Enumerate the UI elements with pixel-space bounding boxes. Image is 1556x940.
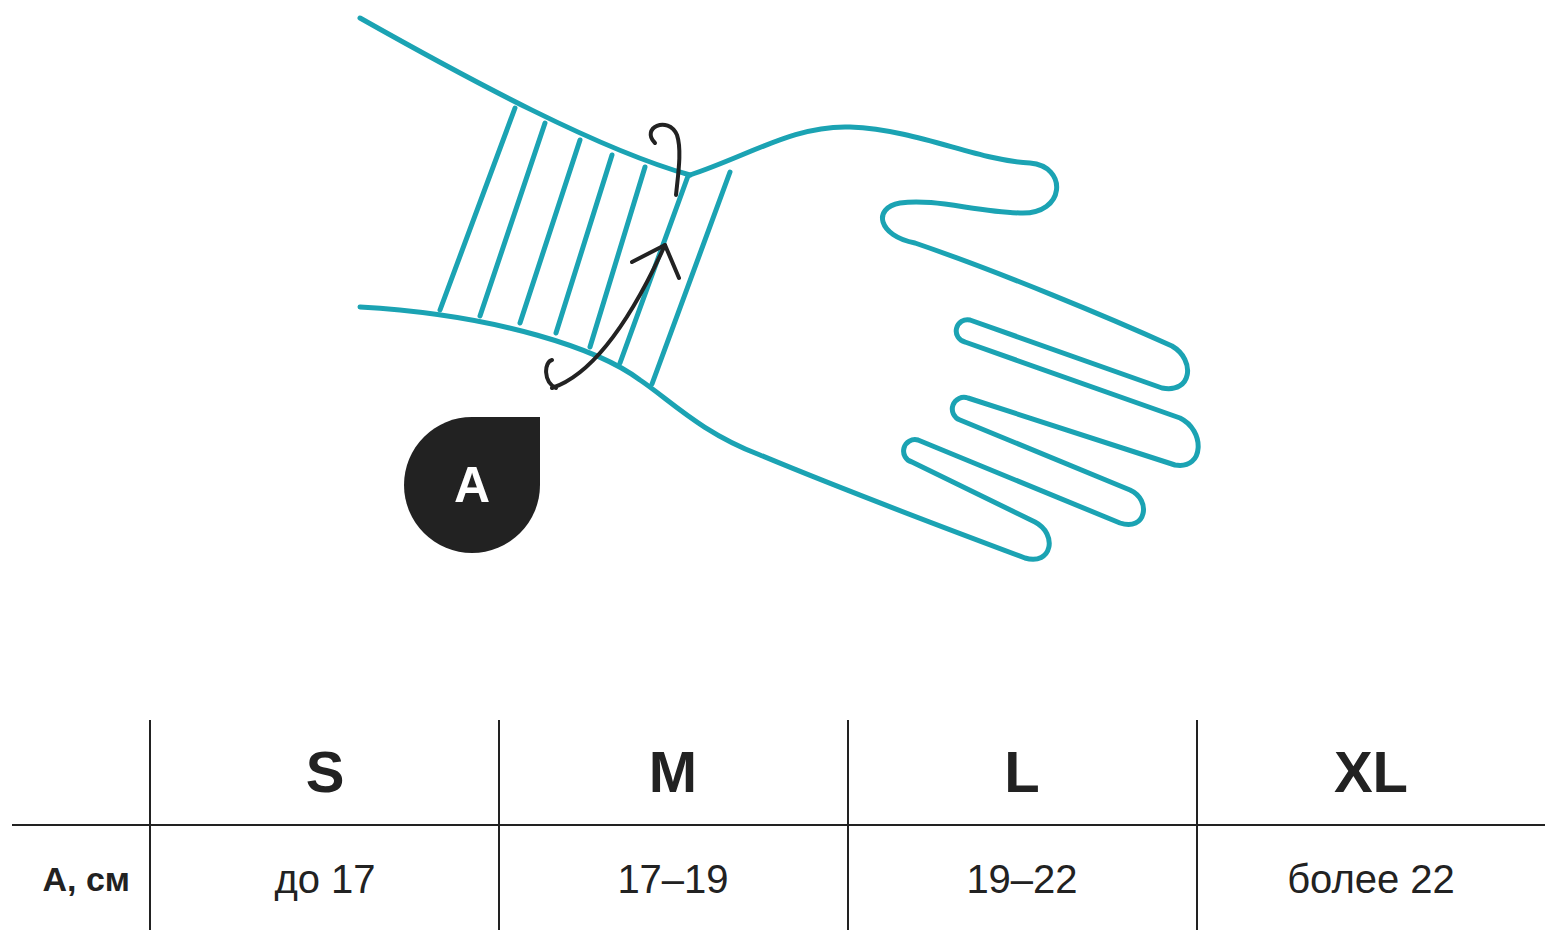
teardrop-fill (404, 417, 540, 553)
size-table-grid (12, 720, 1545, 930)
measure-arrow (546, 125, 679, 388)
size-header: S (306, 743, 345, 801)
table-cell: 17–19 (617, 859, 728, 899)
hand-outline (360, 18, 1198, 559)
wrist-wrap (440, 108, 730, 384)
badge-letter: A (454, 460, 490, 510)
table-cell: более 22 (1287, 859, 1455, 899)
size-header: M (649, 743, 697, 801)
size-header: XL (1334, 743, 1408, 801)
label-badge: A (404, 417, 540, 553)
table-cell: до 17 (274, 859, 375, 899)
table-cell: 19–22 (966, 859, 1077, 899)
row-header: A, см (42, 862, 130, 896)
size-header: L (1004, 743, 1039, 801)
